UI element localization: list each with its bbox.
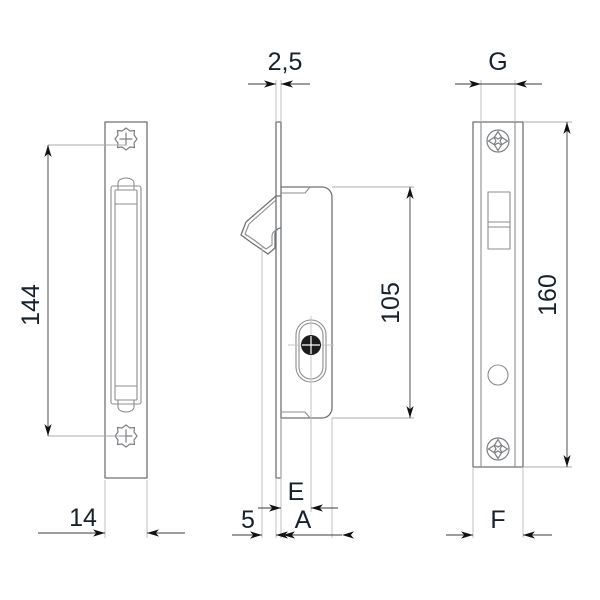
dim-E-label: E xyxy=(288,478,305,506)
dimension-14: 14 xyxy=(38,504,185,537)
front-faceplate-outline xyxy=(104,121,148,479)
dim-144-label: 144 xyxy=(17,284,45,326)
dimension-F: F xyxy=(446,506,552,539)
dim-F-label: F xyxy=(490,506,505,534)
dimension-5: 5 xyxy=(232,506,288,539)
side-case-bottom-lip xyxy=(281,411,311,419)
dimension-A: A xyxy=(283,506,354,539)
edge-view: G 160 F xyxy=(446,48,572,539)
dimension-160: 160 xyxy=(523,121,572,468)
side-hook-bolt-inner xyxy=(244,199,279,250)
dimension-105: 105 xyxy=(332,186,414,419)
dim-25-label: 2,5 xyxy=(268,48,303,76)
edge-hook-opening xyxy=(487,191,511,250)
front-screw-top-icon xyxy=(114,127,138,151)
edge-screw-bottom-icon xyxy=(486,437,510,461)
dim-14-label: 14 xyxy=(69,504,97,532)
side-faceplate xyxy=(275,121,282,479)
dim-160-label: 160 xyxy=(534,274,562,316)
side-view: 2,5 105 E 5 A xyxy=(232,48,414,539)
dimension-144: 144 xyxy=(17,144,126,437)
dim-A-label: A xyxy=(295,506,312,534)
edge-cylinder-hole xyxy=(487,364,509,386)
edge-screw-top-icon xyxy=(486,129,510,153)
front-recess-bottom-cap xyxy=(117,400,135,413)
dim-5-label: 5 xyxy=(241,506,255,534)
side-lock-case-body xyxy=(280,186,333,419)
front-recess-top-cap xyxy=(117,177,135,190)
dim-105-label: 105 xyxy=(377,282,405,324)
dimension-2-5: 2,5 xyxy=(248,48,310,88)
front-view: 144 14 xyxy=(17,121,185,538)
dimension-G: G xyxy=(455,48,542,88)
side-case-top-lip xyxy=(281,186,311,194)
dimension-E: E xyxy=(258,478,338,512)
front-recess-inner xyxy=(114,189,138,401)
side-hook-bolt xyxy=(240,195,282,255)
front-recess-outer xyxy=(110,185,142,405)
dim-G-label: G xyxy=(488,48,507,76)
